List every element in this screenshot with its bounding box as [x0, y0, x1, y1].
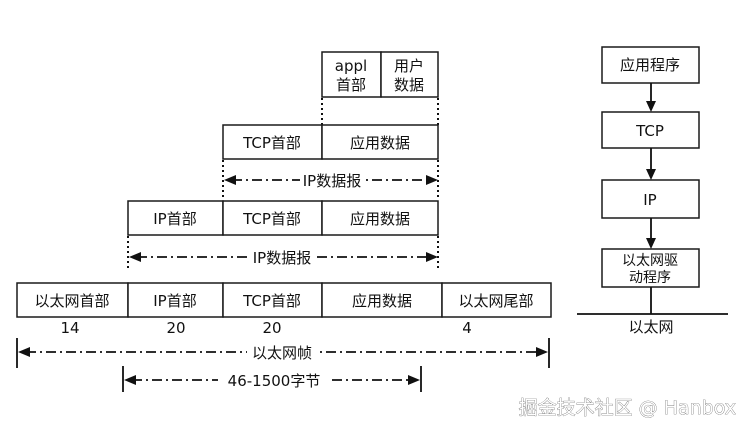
arrow-right-head [426, 252, 438, 262]
app-data-label: 应用数据 [352, 292, 412, 310]
eth-header-box [16, 282, 129, 318]
eth-trailer-size: 4 [462, 319, 472, 337]
arrow-left-head [124, 375, 136, 385]
app-layer-row: appl 首部 用户 数据 [321, 51, 439, 98]
user-data-box [380, 51, 439, 98]
stack-tcp-box [601, 111, 700, 149]
stack-application-label: 应用程序 [620, 56, 680, 74]
label-bg [218, 371, 330, 389]
stack-driver-label-line1: 以太网驱 [622, 253, 678, 269]
eth-trailer-label: 以太网尾部 [458, 292, 533, 310]
user-data-label-line2: 数据 [394, 76, 424, 94]
tcp-span-arrow: IP数据报 [224, 171, 438, 190]
ip-header-box [127, 282, 224, 318]
app-data-box [321, 200, 439, 236]
label-bg [247, 343, 317, 361]
tcp-layer-row: TCP首部 应用数据 [222, 124, 439, 160]
app-data-box [321, 124, 439, 160]
tcp-header-label: TCP首部 [242, 292, 301, 310]
arrow-left-head [18, 347, 30, 357]
tcp-span-label: IP数据报 [303, 172, 361, 190]
tcp-header-box [222, 124, 323, 160]
tcp-header-label: TCP首部 [242, 210, 301, 228]
appl-header-label-line1: appl [335, 57, 367, 75]
tcp-header-label: TCP首部 [242, 134, 301, 152]
ip-header-label: IP首部 [153, 292, 196, 310]
arrow-right-head [426, 175, 438, 185]
label-bg [249, 248, 315, 266]
app-data-label: 应用数据 [350, 210, 410, 228]
tcp-header-box [222, 200, 323, 236]
payload-span-arrow: 46-1500字节 [122, 366, 422, 392]
user-data-label-line1: 用户 [394, 57, 424, 75]
app-data-box [321, 282, 443, 318]
label-bg [300, 171, 364, 189]
stack-application-box [601, 46, 700, 84]
payload-span-label: 46-1500字节 [228, 372, 321, 390]
ip-header-size: 20 [166, 319, 185, 337]
stack-ip-label: IP [643, 191, 656, 209]
watermark-text: 掘金技术社区 @ Hanbox [519, 397, 736, 419]
ip-header-box [127, 200, 224, 236]
arrow-left-head [224, 175, 236, 185]
ip-span-label: IP数据报 [253, 249, 311, 267]
tcp-header-size: 20 [262, 319, 281, 337]
eth-trailer-box [441, 282, 552, 318]
protocol-stack: 应用程序 TCP IP 以太网驱 动程序 以太网 [577, 46, 728, 336]
appl-header-box [321, 51, 382, 98]
stack-network-label: 以太网 [628, 318, 673, 336]
eth-header-size: 14 [60, 319, 79, 337]
app-data-label: 应用数据 [350, 134, 410, 152]
stack-tcp-label: TCP [635, 122, 664, 140]
ethernet-layer-row: 以太网首部 IP首部 TCP首部 应用数据 以太网尾部 [16, 282, 552, 318]
ip-layer-row: IP首部 TCP首部 应用数据 [127, 200, 439, 236]
arrow-right-head [408, 375, 420, 385]
down-arrow-icon [646, 101, 656, 112]
arrow-left-head [129, 252, 141, 262]
frame-span-arrow: 以太网帧 [16, 338, 550, 368]
ip-span-arrow: IP数据报 [129, 248, 438, 267]
arrow-right-head [536, 347, 548, 357]
ip-header-label: IP首部 [153, 210, 196, 228]
byte-sizes: 14 20 20 4 [60, 319, 471, 337]
appl-header-label-line2: 首部 [336, 76, 366, 94]
frame-span-label: 以太网帧 [252, 344, 312, 362]
stack-driver-label-line2: 动程序 [629, 270, 671, 286]
down-arrow-icon [646, 238, 656, 249]
down-arrow-icon [646, 169, 656, 180]
eth-header-label: 以太网首部 [34, 292, 109, 310]
